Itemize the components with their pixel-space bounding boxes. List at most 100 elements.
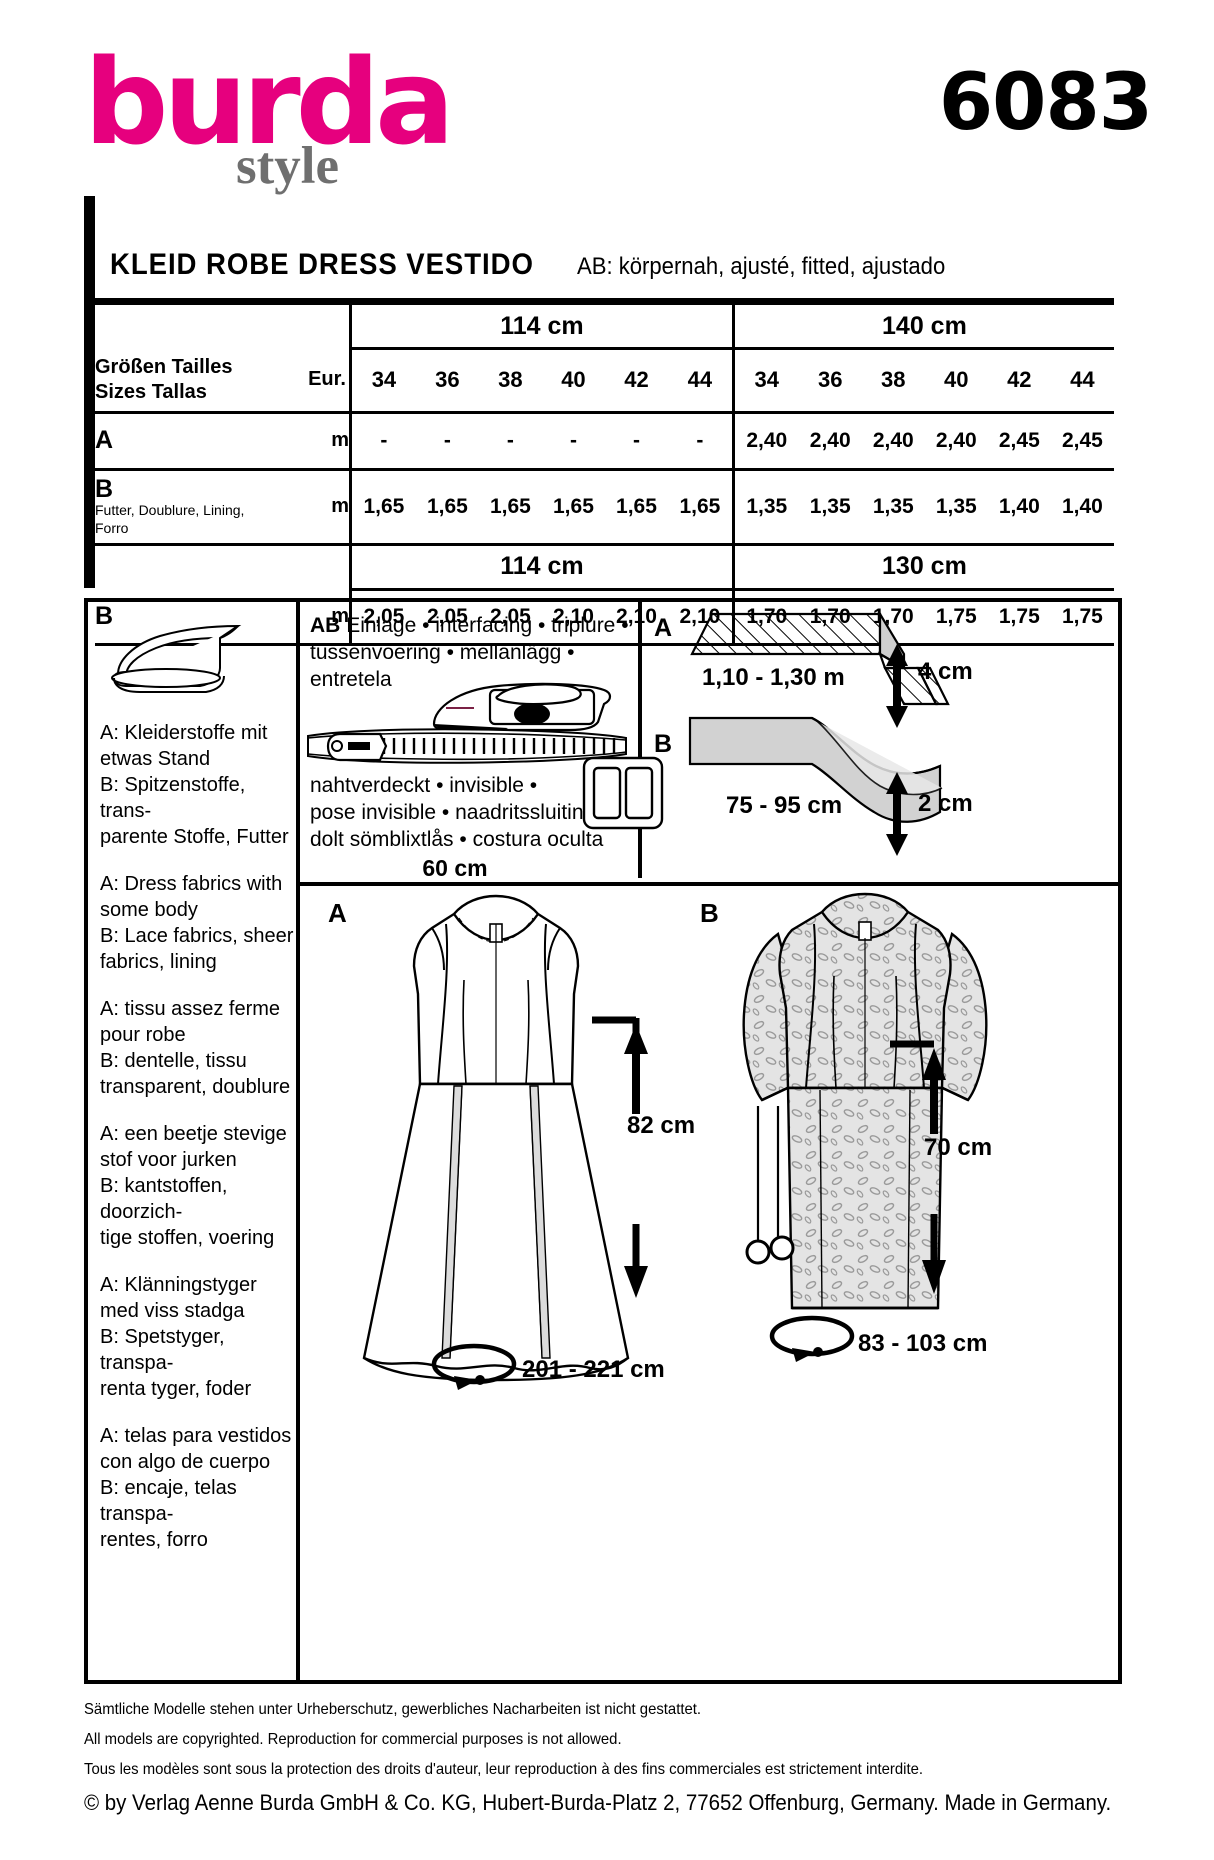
dress-b-illustration xyxy=(700,888,1030,1378)
burda-style-logo: burda style xyxy=(84,33,504,195)
logo-burda-text: burda xyxy=(84,33,455,171)
dress-b-hem-circumference: 83 - 103 cm xyxy=(858,1330,988,1357)
row-a-140-34: 2,40 xyxy=(733,412,799,471)
size-38-right: 38 xyxy=(861,348,925,414)
fabric-width-114-b: 114 cm xyxy=(350,544,735,591)
size-42-left: 42 xyxy=(604,348,668,414)
fabric-bolt-icon xyxy=(100,616,290,708)
notions-panel: AB Einlage • interfacing • triplure •tus… xyxy=(300,602,1122,886)
fabric-width-114: 114 cm xyxy=(350,305,735,350)
interfacing-label-a: A xyxy=(654,614,673,642)
row-b-140-38: 1,35 xyxy=(861,469,925,546)
closure-icon xyxy=(580,754,666,832)
title-row: KLEID ROBE DRESS VESTIDO AB: körpernah, a… xyxy=(110,248,1110,282)
interfacing-languages: Einlage • interfacing • triplure •tussen… xyxy=(310,614,629,691)
row-a-114-40: - xyxy=(541,412,605,471)
row-a-140-40: 2,40 xyxy=(924,412,988,471)
size-36-left: 36 xyxy=(415,348,479,414)
dress-b-length-arrow xyxy=(890,1038,956,1308)
interfacing-diagram-panel: A B xyxy=(582,602,1120,878)
interfacing-text-block: AB Einlage • interfacing • triplure •tus… xyxy=(310,612,640,693)
interfacing-b-width: 2 cm xyxy=(918,790,973,817)
row-a-114-36: - xyxy=(415,412,479,471)
sizes-label: Größen Tailles Sizes Tallas xyxy=(95,348,305,414)
interfacing-a-width: 4 cm xyxy=(918,658,973,685)
row-a-label: A xyxy=(95,412,305,471)
interfacing-strip-b xyxy=(688,714,960,844)
row-a-140-44: 2,45 xyxy=(1050,412,1114,471)
copyright-line-en: All models are copyrighted. Reproduction… xyxy=(84,1730,622,1748)
size-44-right: 44 xyxy=(1050,348,1114,414)
row-a-114-38: - xyxy=(478,412,542,471)
table-width-header-bottom: 114 cm 130 cm xyxy=(95,544,1114,591)
fabric-requirements-table: 114 cm 140 cm Größen Tailles Sizes Talla… xyxy=(95,298,1114,646)
interfacing-a-length: 1,10 - 1,30 m xyxy=(702,664,845,691)
garment-label-a: A xyxy=(328,898,347,928)
size-40-left: 40 xyxy=(541,348,605,414)
table-row-b-lining: B Futter, Doublure, Lining,Forro m 1,65 … xyxy=(95,469,1114,546)
interfacing-label-b: B xyxy=(654,730,673,758)
zipper-icon xyxy=(304,720,630,772)
row-a-114-42: - xyxy=(604,412,668,471)
size-34-right: 34 xyxy=(733,348,799,414)
logo-style-text: style xyxy=(236,137,340,195)
interfacing-view-label: AB xyxy=(310,614,341,637)
zipper-length: 60 cm xyxy=(422,855,488,881)
fabric-width-140: 140 cm xyxy=(733,305,1114,350)
sizes-label-de-fr: Größen Tailles xyxy=(95,355,233,378)
row-b-114-36: 1,65 xyxy=(415,469,479,546)
row-b-label: B Futter, Doublure, Lining,Forro xyxy=(95,469,305,546)
table-top-bar xyxy=(95,298,1114,305)
row-a-114-44: - xyxy=(667,412,735,471)
table-row-a: A m - - - - - - 2,40 2,40 2,40 2,40 2,45… xyxy=(95,412,1114,471)
size-38-left: 38 xyxy=(478,348,542,414)
row-b-114-34: 1,65 xyxy=(350,469,416,546)
fabric-width-130: 130 cm xyxy=(733,544,1114,591)
fabric-text-es: A: telas para vestidos con algo de cuerp… xyxy=(100,1425,292,1551)
eur-label: Eur. xyxy=(305,348,352,414)
copyright-line-de: Sämtliche Modelle stehen unter Urhebersc… xyxy=(84,1701,702,1718)
row-b-140-34: 1,35 xyxy=(733,469,799,546)
dress-b-length: 70 cm xyxy=(924,1134,993,1161)
row-a-140-42: 2,45 xyxy=(987,412,1051,471)
row-b-114-38: 1,65 xyxy=(478,469,542,546)
page-title: KLEID ROBE DRESS VESTIDO xyxy=(110,248,534,281)
table-width-header-top: 114 cm 140 cm xyxy=(95,305,1114,350)
row-a-140-38: 2,40 xyxy=(861,412,925,471)
page-subtitle: AB: körpernah, ajusté, fitted, ajustado xyxy=(576,253,945,280)
dress-b-hem-icon xyxy=(766,1314,858,1364)
dress-a-hem-icon xyxy=(428,1340,520,1390)
dress-a-hem-circumference: 201 - 221 cm xyxy=(522,1356,665,1383)
dress-a-length-arrow xyxy=(592,1014,658,1304)
copyright-line-fr: Tous les modèles sont sous la protection… xyxy=(84,1760,924,1778)
dress-a-length: 82 cm xyxy=(627,1112,696,1139)
row-b-140-42: 1,40 xyxy=(987,469,1051,546)
notions-text-column: AB Einlage • interfacing • triplure •tus… xyxy=(300,602,642,881)
interfacing-b-width-arrow xyxy=(882,772,912,856)
garment-label-b: B xyxy=(700,898,719,928)
row-a-unit: m xyxy=(305,412,352,471)
zipper-languages: nahtverdeckt • invisible •pose invisible… xyxy=(310,774,604,851)
row-a-114-34: - xyxy=(350,412,416,471)
zipper-text-block: nahtverdeckt • invisible •pose invisible… xyxy=(310,772,640,882)
row-b-sublabel: Futter, Doublure, Lining,Forro xyxy=(95,502,245,536)
copyright-line-publisher: © by Verlag Aenne Burda GmbH & Co. KG, H… xyxy=(84,1790,1112,1816)
row-b-140-40: 1,35 xyxy=(924,469,988,546)
interfacing-a-width-arrow xyxy=(882,644,912,728)
dress-a-illustration xyxy=(346,888,646,1408)
sizes-label-en-es: Sizes Tallas xyxy=(95,380,207,403)
row-b-114-44: 1,65 xyxy=(667,469,735,546)
size-36-right: 36 xyxy=(798,348,862,414)
size-40-right: 40 xyxy=(924,348,988,414)
size-44-left: 44 xyxy=(667,348,735,414)
copyright-footer: Sämtliche Modelle stehen unter Urhebersc… xyxy=(84,1701,1144,1816)
